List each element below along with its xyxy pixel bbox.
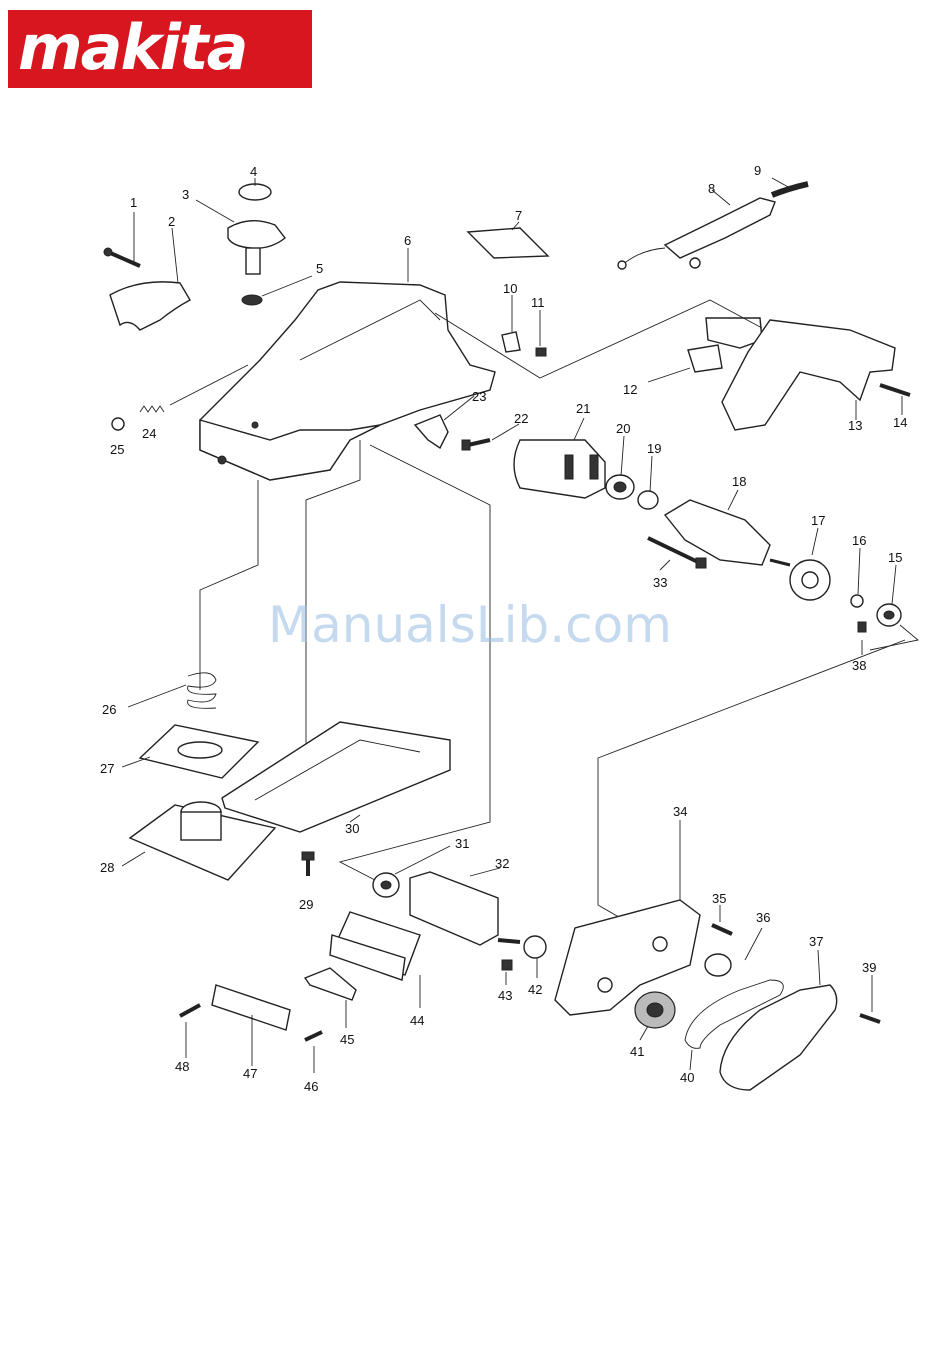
- callout-12: 12: [623, 382, 637, 397]
- callout-35: 35: [712, 891, 726, 906]
- part-29-screw: [302, 852, 314, 876]
- callout-15: 15: [888, 550, 902, 565]
- part-36-drive-pulley: [705, 928, 762, 976]
- callout-41: 41: [630, 1044, 644, 1059]
- callout-22: 22: [514, 411, 528, 426]
- part-1-screw: [104, 212, 140, 266]
- leader-armature-cover: [598, 640, 905, 935]
- part-38-pin: [858, 622, 918, 655]
- part-15-bearing: [877, 565, 901, 626]
- callout-32: 32: [495, 856, 509, 871]
- part-8-cord-guard: [618, 190, 775, 269]
- callout-16: 16: [852, 533, 866, 548]
- callout-20: 20: [616, 421, 630, 436]
- part-22-screw: [462, 424, 519, 450]
- callout-21: 21: [576, 401, 590, 416]
- callout-30: 30: [345, 821, 359, 836]
- part-14-screw: [880, 385, 910, 415]
- part-10-clamp: [502, 295, 520, 352]
- part-4-cap: [239, 178, 271, 200]
- callout-31: 31: [455, 836, 469, 851]
- callout-13: 13: [848, 418, 862, 433]
- callout-7: 7: [515, 208, 522, 223]
- part-34-bearing-box: [555, 820, 700, 1015]
- callout-2: 2: [168, 214, 175, 229]
- part-16-retaining-ring: [851, 548, 863, 607]
- part-25-cap: [112, 418, 124, 430]
- callout-44: 44: [410, 1013, 424, 1028]
- part-20-bearing: [606, 436, 634, 499]
- callout-26: 26: [102, 702, 116, 717]
- callout-6: 6: [404, 233, 411, 248]
- part-48-screw: [180, 1005, 200, 1058]
- part-5-washer: [242, 276, 312, 305]
- callout-45: 45: [340, 1032, 354, 1047]
- callout-39: 39: [862, 960, 876, 975]
- part-32-drum: [410, 868, 520, 945]
- part-42-bearing: [524, 936, 546, 978]
- leader-housing-base: [200, 480, 258, 690]
- callout-1: 1: [130, 195, 137, 210]
- callout-43: 43: [498, 988, 512, 1003]
- callout-4: 4: [250, 164, 257, 179]
- callout-5: 5: [316, 261, 323, 276]
- part-26-spring: [128, 673, 216, 709]
- callout-27: 27: [100, 761, 114, 776]
- callout-8: 8: [708, 181, 715, 196]
- callout-40: 40: [680, 1070, 694, 1085]
- part-21-field: [514, 418, 605, 498]
- part-2-handle-cover: [110, 228, 190, 330]
- callout-34: 34: [673, 804, 687, 819]
- callout-14: 14: [893, 415, 907, 430]
- part-41-pulley: [635, 992, 675, 1040]
- part-47-cover: [212, 985, 290, 1066]
- part-27-plate: [122, 725, 258, 778]
- callout-36: 36: [756, 910, 770, 925]
- callout-38: 38: [852, 658, 866, 673]
- callout-28: 28: [100, 860, 114, 875]
- leader-housing-drum: [340, 445, 490, 880]
- callout-42: 42: [528, 982, 542, 997]
- part-3-knob: [196, 200, 285, 274]
- callout-10: 10: [503, 281, 517, 296]
- part-19-insulation-washer: [638, 456, 658, 509]
- part-45-adjusting-plate: [305, 968, 356, 1028]
- part-43-key: [502, 960, 512, 985]
- callout-18: 18: [732, 474, 746, 489]
- part-11-screw: [536, 310, 546, 356]
- part-46-screw: [305, 1032, 322, 1073]
- part-17-fan: [790, 528, 830, 600]
- callout-37: 37: [809, 934, 823, 949]
- callout-11: 11: [531, 295, 545, 310]
- callout-9: 9: [754, 163, 761, 178]
- part-6-housing: [200, 248, 495, 480]
- callout-24: 24: [142, 426, 156, 441]
- callout-23: 23: [472, 389, 486, 404]
- part-9-cord: [772, 178, 808, 195]
- callout-48: 48: [175, 1059, 189, 1074]
- part-37-belt-cover: [720, 950, 837, 1090]
- part-30-base: [222, 722, 450, 832]
- callout-29: 29: [299, 897, 313, 912]
- callout-46: 46: [304, 1079, 318, 1094]
- callout-19: 19: [647, 441, 661, 456]
- part-39-screw: [860, 975, 880, 1022]
- part-35-screw: [712, 905, 732, 934]
- callout-33: 33: [653, 575, 667, 590]
- callout-3: 3: [182, 187, 189, 202]
- callout-47: 47: [243, 1066, 257, 1081]
- part-7-label-plate: [468, 222, 548, 258]
- callout-25: 25: [110, 442, 124, 457]
- callout-17: 17: [811, 513, 825, 528]
